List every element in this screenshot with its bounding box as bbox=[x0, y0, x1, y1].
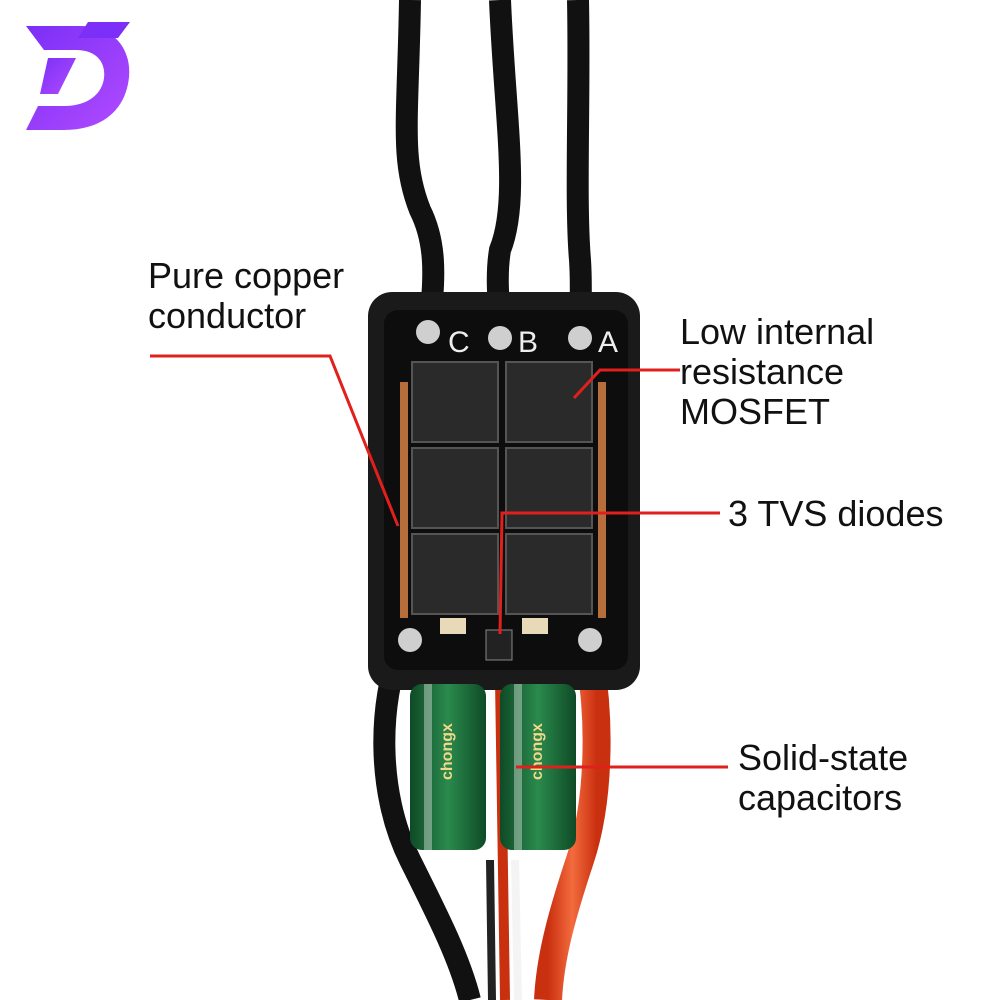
copper-strip-right bbox=[598, 382, 606, 618]
svg-text:chongx: chongx bbox=[439, 723, 456, 780]
copper-strip-left bbox=[400, 382, 408, 618]
callout-copper-line2: conductor bbox=[148, 295, 307, 336]
mosfet-array bbox=[411, 361, 593, 615]
callout-line-tvs bbox=[498, 511, 720, 635]
callout-mosfet: Low internal resistance MOSFET bbox=[680, 312, 874, 432]
tvs-diodes bbox=[440, 618, 548, 661]
callout-mosfet-line1: Low internal bbox=[680, 311, 875, 352]
callout-caps-line1: Solid-state bbox=[738, 737, 909, 778]
capacitor-markings: chongx chongx bbox=[439, 723, 546, 780]
callout-lines bbox=[150, 354, 728, 769]
callout-mosfet-line2: resistance bbox=[680, 351, 845, 392]
svg-text:B: B bbox=[518, 326, 538, 359]
d-monogram-logo-icon bbox=[26, 22, 130, 130]
callout-caps: Solid-state capacitors bbox=[738, 738, 908, 818]
callout-copper-line1: Pure copper bbox=[148, 255, 345, 296]
callout-line-copper bbox=[150, 354, 400, 527]
svg-text:chongx: chongx bbox=[529, 723, 546, 780]
motor-wires bbox=[395, 0, 592, 336]
callout-mosfet-line3: MOSFET bbox=[680, 391, 830, 432]
solder-pads bbox=[398, 320, 602, 652]
board-markings: C B A bbox=[448, 326, 618, 359]
callout-caps-line2: capacitors bbox=[738, 777, 903, 818]
callout-line-mosfet bbox=[572, 368, 680, 400]
svg-text:A: A bbox=[598, 326, 618, 359]
callout-tvs: 3 TVS diodes bbox=[728, 494, 943, 534]
solid-state-capacitors bbox=[410, 684, 576, 850]
callout-copper: Pure copper conductor bbox=[148, 256, 344, 336]
callout-tvs-line1: 3 TVS diodes bbox=[728, 493, 944, 534]
svg-text:C: C bbox=[448, 326, 470, 359]
